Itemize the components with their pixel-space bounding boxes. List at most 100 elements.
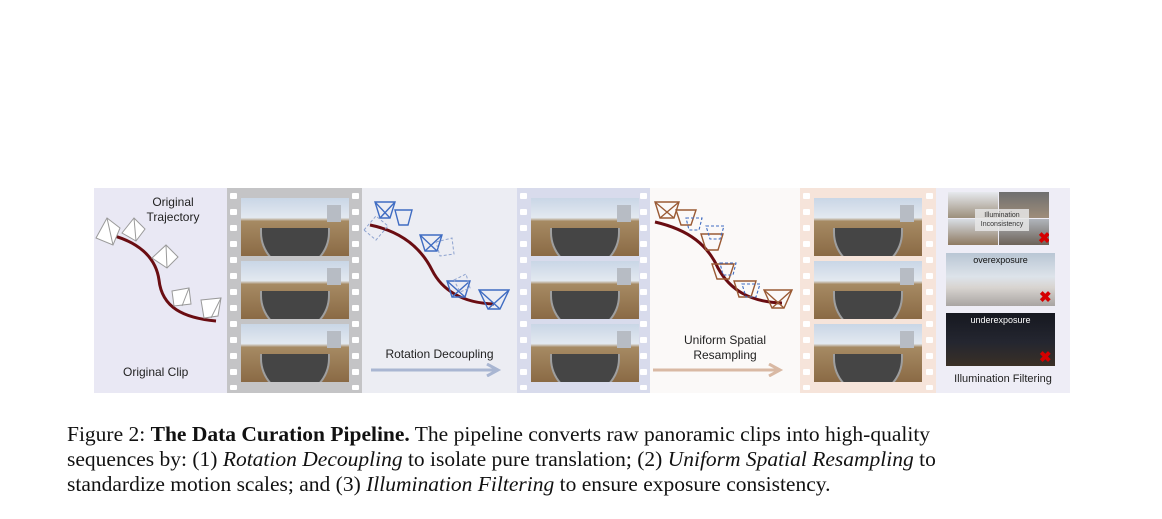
film-hole xyxy=(803,241,810,247)
camera-frustum-icon xyxy=(95,217,222,319)
film-hole xyxy=(640,337,647,343)
illumination-filtering-label: Illumination Filtering xyxy=(954,373,1052,385)
camera-frustum-icon xyxy=(654,201,794,309)
rotation-decoupling-panel: Rotation Decoupling xyxy=(362,188,517,393)
film-hole xyxy=(640,257,647,263)
caption-prefix: Figure 2: xyxy=(67,422,151,446)
red-x-icon: ✖ xyxy=(1039,349,1052,366)
caption-step-resampling: Uniform Spatial Resampling xyxy=(667,447,914,471)
caption-step-rotation: Rotation Decoupling xyxy=(222,447,403,471)
film-hole xyxy=(352,321,359,327)
uniform-spatial-resampling-panel: Uniform Spatial Resampling xyxy=(650,188,800,393)
film-hole xyxy=(803,289,810,295)
film-hole xyxy=(926,289,933,295)
film-hole xyxy=(803,209,810,215)
caption-step-illumination: Illumination Filtering xyxy=(366,472,555,496)
film-hole xyxy=(803,385,810,390)
film-hole xyxy=(926,321,933,327)
overexposure-thumbnail: overexposure ✖ xyxy=(946,253,1055,306)
rotation-decoupling-drawing xyxy=(363,201,511,310)
original-clip-label: Original Clip xyxy=(123,365,189,379)
film-hole xyxy=(640,369,647,375)
decoupled-trajectory-curve xyxy=(369,223,495,306)
red-x-icon: ✖ xyxy=(1038,230,1049,245)
film-hole xyxy=(926,209,933,215)
panorama-frame xyxy=(241,324,349,382)
film-hole xyxy=(352,241,359,247)
film-hole xyxy=(640,321,647,327)
film-hole xyxy=(352,385,359,390)
panorama-frame xyxy=(241,261,349,319)
original-trajectory-label: Original Trajectory xyxy=(133,195,213,225)
film-hole xyxy=(640,273,647,279)
label-line2: Resampling xyxy=(693,348,757,362)
caption-text: to xyxy=(913,447,936,471)
caption-line-3: standardize motion scales; and (3) Illum… xyxy=(67,472,1107,497)
rotation-arrow-icon xyxy=(371,363,502,377)
resampled-clip-film-strip xyxy=(800,188,936,393)
figure-caption: Figure 2: The Data Curation Pipeline. Th… xyxy=(67,422,1107,497)
film-hole xyxy=(640,241,647,247)
overexposure-label: overexposure xyxy=(973,255,1028,265)
film-hole xyxy=(520,385,527,390)
caption-title: The Data Curation Pipeline. xyxy=(150,422,410,446)
underexposure-label: underexposure xyxy=(970,315,1031,325)
film-hole xyxy=(230,353,237,359)
caption-text: to isolate pure translation; (2) xyxy=(402,447,668,471)
film-hole xyxy=(352,225,359,231)
film-hole xyxy=(926,369,933,375)
film-hole xyxy=(803,193,810,199)
film-hole xyxy=(803,353,810,359)
film-hole xyxy=(230,321,237,327)
film-hole xyxy=(230,193,237,199)
label-line1: Illumination xyxy=(984,212,1020,219)
film-hole xyxy=(520,225,527,231)
label-line2: Inconsistency xyxy=(980,221,1024,228)
film-hole xyxy=(926,193,933,199)
film-hole xyxy=(352,289,359,295)
film-hole xyxy=(352,193,359,199)
film-hole xyxy=(803,257,810,263)
original-trajectory-drawing xyxy=(95,217,222,323)
film-hole xyxy=(230,305,237,311)
film-hole xyxy=(926,385,933,390)
film-hole xyxy=(803,273,810,279)
illumination-inconsistency-thumbnail: Illumination Inconsistency ✖ xyxy=(948,192,1049,245)
film-hole xyxy=(803,321,810,327)
film-hole xyxy=(803,225,810,231)
original-clip-film-strip xyxy=(227,188,362,393)
film-hole xyxy=(520,289,527,295)
film-hole xyxy=(926,305,933,311)
illumination-filtering-panel: Illumination Inconsistency ✖ overexposur… xyxy=(936,188,1070,393)
pipeline-figure: Original Trajectory Original Clip xyxy=(94,188,1070,393)
film-hole xyxy=(520,337,527,343)
title-line2: Trajectory xyxy=(146,210,200,224)
film-hole xyxy=(230,225,237,231)
resampling-arrow-icon xyxy=(653,363,784,377)
film-hole xyxy=(352,209,359,215)
panorama-frame xyxy=(531,261,639,319)
panorama-frame xyxy=(531,324,639,382)
film-hole xyxy=(230,385,237,390)
film-hole xyxy=(520,193,527,199)
illumination-inconsistency-label: Illumination Inconsistency xyxy=(975,209,1029,231)
resampling-label: Uniform Spatial Resampling xyxy=(650,333,800,363)
caption-text: The pipeline converts raw panoramic clip… xyxy=(409,422,931,446)
film-hole xyxy=(926,257,933,263)
film-hole xyxy=(230,369,237,375)
film-hole xyxy=(352,337,359,343)
film-hole xyxy=(520,305,527,311)
film-hole xyxy=(520,369,527,375)
film-hole xyxy=(230,273,237,279)
caption-text: standardize motion scales; and (3) xyxy=(67,472,367,496)
panorama-frame xyxy=(241,198,349,256)
film-hole xyxy=(352,369,359,375)
film-hole xyxy=(803,337,810,343)
film-hole xyxy=(520,241,527,247)
film-hole xyxy=(230,257,237,263)
caption-line-2: sequences by: (1) Rotation Decoupling to… xyxy=(67,447,1107,472)
panorama-frame xyxy=(814,324,922,382)
film-hole xyxy=(520,257,527,263)
film-hole xyxy=(230,337,237,343)
resampled-trajectory-curve xyxy=(654,220,783,305)
